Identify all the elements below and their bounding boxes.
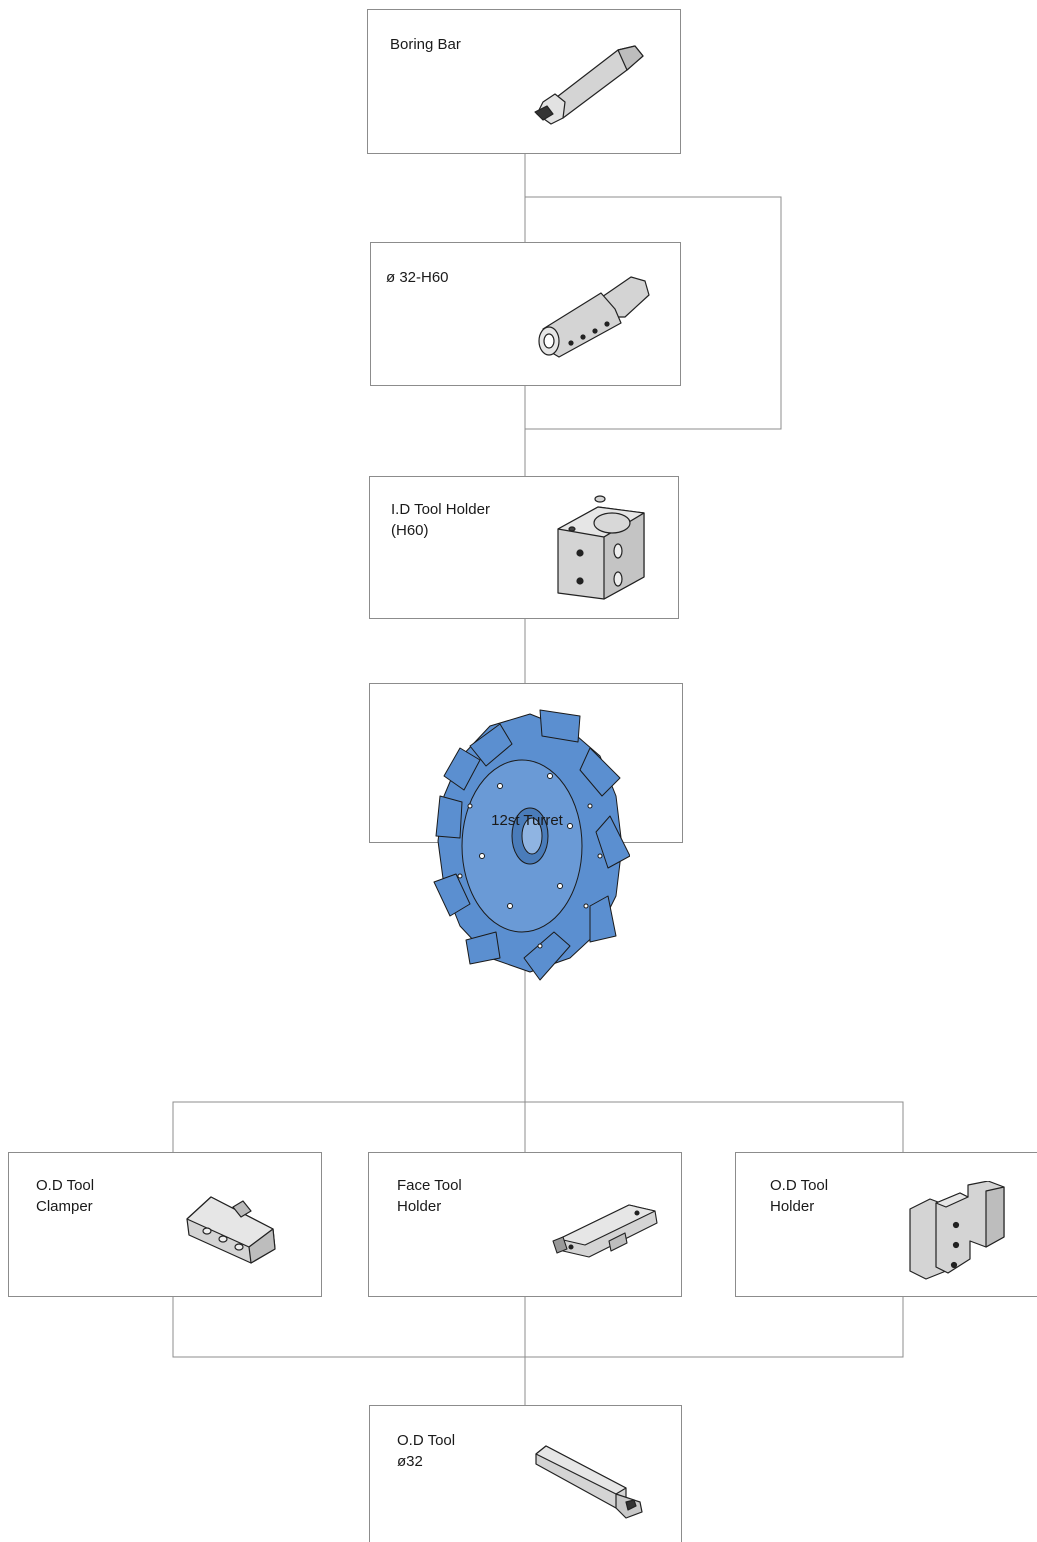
boring-bar-icon	[534, 45, 644, 125]
od-tool-icon	[535, 1445, 643, 1519]
node-turret[interactable]: 12st Turret	[369, 683, 683, 981]
node-boring-bar[interactable]: Boring Bar	[367, 9, 681, 154]
sleeve-icon	[538, 276, 650, 358]
turret-icon	[433, 709, 630, 981]
node-label: ø 32-H60	[386, 269, 449, 286]
node-od-tool-holder[interactable]: O.D Tool Holder	[735, 1152, 1037, 1297]
node-label: O.D Tool ø32	[397, 1432, 456, 1470]
node-label: Boring Bar	[390, 36, 461, 53]
node-label: I.D Tool Holder (H60)	[391, 501, 490, 539]
od-tool-clamper-icon	[186, 1196, 276, 1264]
node-label: Face Tool Holder	[397, 1177, 462, 1215]
node-label: 12st Turret	[491, 812, 563, 829]
face-tool-holder-icon	[552, 1204, 658, 1258]
node-sleeve[interactable]: ø 32-H60	[370, 242, 681, 386]
id-tool-holder-icon	[557, 495, 645, 600]
node-id-tool-holder[interactable]: I.D Tool Holder (H60)	[369, 476, 679, 619]
od-tool-holder-icon	[909, 1181, 1005, 1280]
node-od-tool-clamper[interactable]: O.D Tool Clamper	[8, 1152, 322, 1297]
node-od-tool[interactable]: O.D Tool ø32	[369, 1405, 682, 1542]
node-face-tool-holder[interactable]: Face Tool Holder	[368, 1152, 682, 1297]
node-label: O.D Tool Holder	[770, 1177, 829, 1215]
node-label: O.D Tool Clamper	[36, 1177, 95, 1215]
